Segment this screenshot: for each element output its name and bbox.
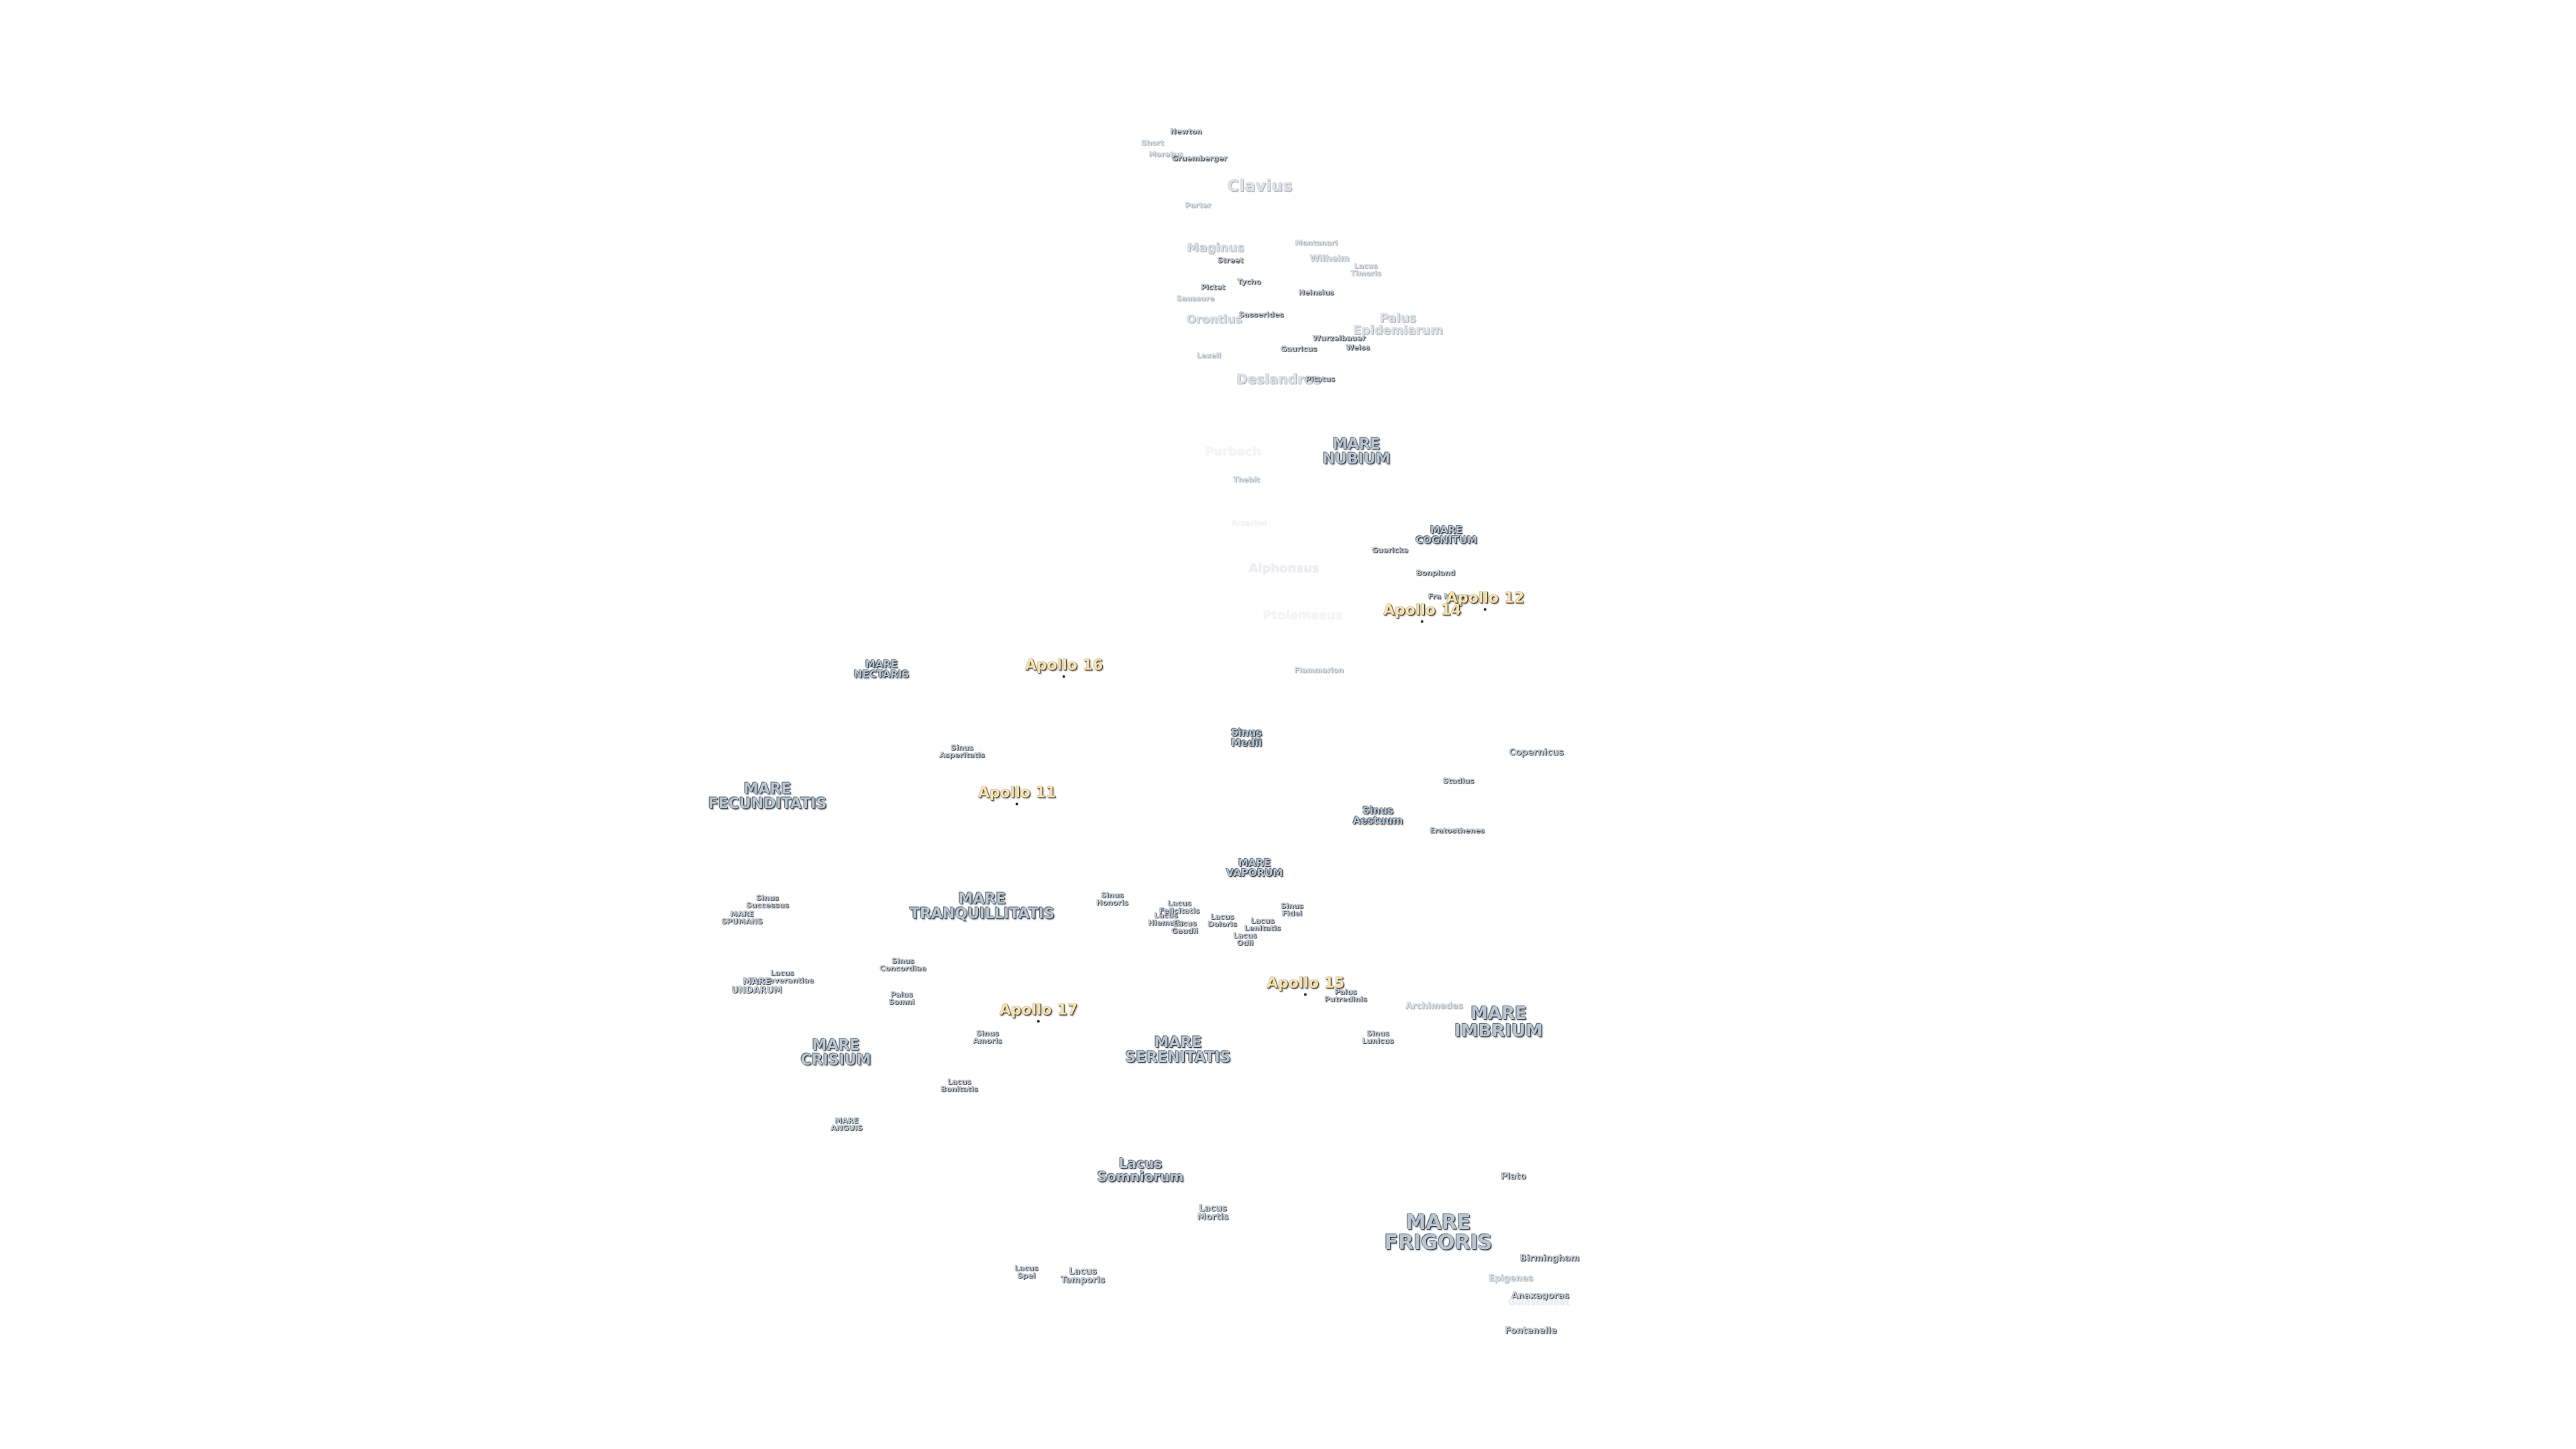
crater-label-moretus: Moretus — [1148, 150, 1183, 159]
crater-label-gauricus: Gauricus — [1280, 344, 1318, 354]
crater-label-clavius: Clavius — [1227, 176, 1293, 195]
apollo-17-marker[interactable]: Apollo 17 — [1000, 1003, 1077, 1023]
crater-label-copernicus: Copernicus — [1509, 747, 1564, 758]
crater-label-orontius: Orontius — [1186, 313, 1242, 327]
crater-label-pitatus: Pitatus — [1305, 374, 1336, 384]
crater-label-bonpland: Bonpland — [1415, 568, 1456, 578]
crater-label-ptolemaeus: Ptolemaeus — [1263, 608, 1343, 623]
crater-label-plato: Plato — [1501, 1171, 1526, 1182]
crater-label-archimedes: Archimedes — [1405, 1001, 1464, 1012]
crater-label-flammarion: Flammarion — [1294, 665, 1344, 675]
crater-label-tycho: Tycho — [1237, 277, 1261, 286]
crater-label-street: Street — [1217, 256, 1244, 265]
crater-label-arzachel: Arzachel — [1231, 519, 1267, 528]
crater-label-gruemberger: Gruemberger — [1171, 154, 1228, 163]
crater-label-lexell: Lexell — [1196, 351, 1222, 360]
crater-label-newton: Newton — [1170, 127, 1202, 136]
apollo-11-marker[interactable]: Apollo 11 — [978, 786, 1056, 806]
crater-label-thebit: Thebit — [1233, 475, 1260, 484]
crater-label-epigenes: Epigenes — [1488, 1273, 1534, 1284]
crater-label-alphonsus: Alphonsus — [1248, 561, 1320, 576]
apollo-12-marker[interactable]: Apollo 12 — [1446, 591, 1524, 611]
crater-label-deslandres: Deslandres — [1236, 371, 1322, 387]
crater-label-short: Short — [1141, 138, 1164, 148]
crater-label-montanari: Montanari — [1295, 238, 1338, 248]
crater-label-pictet: Pictet — [1200, 282, 1226, 292]
crater-label-sasserides: Sasserides — [1238, 310, 1284, 319]
crater-label-anaxagoras: Anaxagoras — [1511, 1291, 1570, 1301]
crater-label-saussure: Saussure — [1176, 294, 1215, 303]
crater-label-wurzelbauer: Wurzelbauer — [1312, 333, 1366, 343]
crater-label-maginus: Maginus — [1187, 241, 1244, 255]
crater-label-birmingham: Birmingham — [1519, 1253, 1580, 1264]
crater-label-wilhelm: Wilhelm — [1309, 254, 1350, 264]
crater-label-heinsius: Heinsius — [1298, 288, 1334, 297]
crater-label-purbach: Purbach — [1205, 445, 1261, 459]
crater-label-fontenelle: Fontenelle — [1505, 1326, 1557, 1336]
apollo-14-marker[interactable]: Apollo 14 — [1383, 603, 1461, 623]
crater-label-porter: Porter — [1185, 201, 1212, 210]
apollo-16-marker[interactable]: Apollo 16 — [1025, 658, 1103, 678]
crater-label-weiss: Weiss — [1345, 343, 1371, 352]
apollo-15-marker[interactable]: Apollo 15 — [1267, 976, 1344, 996]
crater-label-stadius: Stadius — [1442, 776, 1474, 786]
crater-label-guericke: Guericke — [1371, 545, 1409, 555]
crater-label-eratosthenes: Eratosthenes — [1429, 826, 1485, 835]
crater-label-goldschmidt: Goldschmidt — [1508, 1297, 1570, 1308]
